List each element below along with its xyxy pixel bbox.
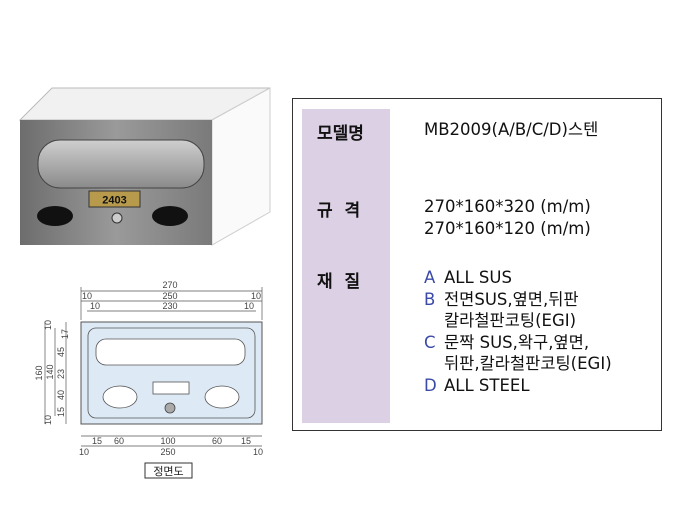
dim-text: 10 <box>244 301 254 311</box>
dim-text: 250 <box>160 447 175 457</box>
spec-table: 모델명 MB2009(A/B/C/D)스텐 규 격 270*160*320 (m… <box>292 98 662 431</box>
dim-text: 230 <box>162 301 177 311</box>
dim-text: 15 <box>241 436 251 446</box>
dim-text: 10 <box>82 291 92 301</box>
dim-text: 270 <box>162 280 177 290</box>
plate-number: 2403 <box>102 195 126 207</box>
dim-text: 60 <box>212 436 222 446</box>
dim-text: 23 <box>56 369 66 379</box>
size-label: 규 격 <box>317 201 361 221</box>
slot-right <box>152 206 188 226</box>
material-c-line2: 뒤판,칼라철판코팅(EGI) <box>444 354 612 373</box>
size-value: 270*160*320 (m/m) <box>424 197 591 216</box>
dim-text: 10 <box>79 447 89 457</box>
size-values: 270*160*320 (m/m) 270*160*120 (m/m) <box>424 196 591 239</box>
number-plate <box>88 190 141 208</box>
dim-text: 10 <box>253 447 263 457</box>
dim-text: 100 <box>160 436 175 446</box>
material-b-line2: 칼라철판코팅(EGI) <box>444 311 577 330</box>
label-column <box>302 109 390 423</box>
drawing-caption: 정면도 <box>153 465 183 478</box>
product-photo: 2403 <box>18 87 271 246</box>
front-view-drawing: 270 10 250 10 10 230 10 160 140 10 17 45… <box>34 280 263 479</box>
dim-text: 250 <box>162 291 177 301</box>
material-label: 재 질 <box>317 272 361 292</box>
lock-icon <box>111 212 123 224</box>
dim-text: 10 <box>251 291 261 301</box>
dim-text: 10 <box>90 301 100 311</box>
dim-text: 15 <box>92 436 102 446</box>
size-value: 270*160*120 (m/m) <box>424 218 591 238</box>
model-value: MB2009(A/B/C/D)스텐 <box>424 120 599 139</box>
dim-text: 10 <box>43 320 53 330</box>
dim-text: 160 <box>34 365 44 380</box>
display-window <box>37 139 205 189</box>
lock-icon <box>164 402 176 414</box>
model-label: 모델명 <box>317 124 364 144</box>
dim-text: 10 <box>43 415 53 425</box>
window-outline <box>95 338 246 366</box>
slot-left <box>37 206 73 226</box>
dim-text: 45 <box>56 347 66 357</box>
dim-text: 15 <box>56 407 66 417</box>
dim-text: 140 <box>45 364 55 379</box>
dim-text: 60 <box>114 436 124 446</box>
dim-text: 17 <box>60 329 70 339</box>
dim-text: 40 <box>56 390 66 400</box>
